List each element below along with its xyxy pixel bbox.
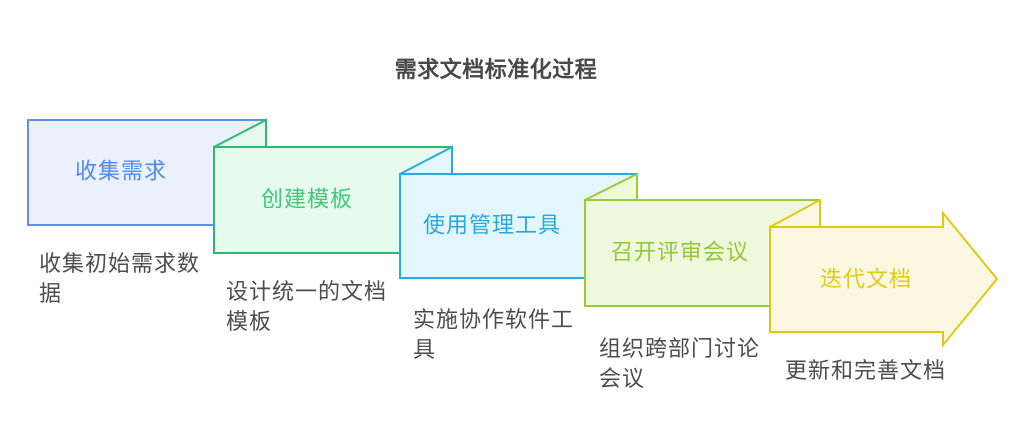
step-5-arrow-shape: [769, 210, 999, 348]
step-1-label: 收集需求: [75, 160, 167, 185]
diagram-title: 需求文档标准化过程: [394, 58, 598, 83]
step-4-label: 召开评审会议: [611, 241, 749, 266]
step-5-label: 迭代文档: [820, 268, 912, 293]
step-4-caption: 组织跨部门讨论会议: [599, 337, 761, 392]
step-3-label: 使用管理工具: [423, 214, 561, 239]
step-1-caption: 收集初始需求数据: [39, 252, 201, 307]
step-2-caption: 设计统一的文档模板: [226, 280, 388, 335]
step-3-caption: 实施协作软件工具: [413, 308, 575, 363]
step-5-caption: 更新和完善文档: [785, 359, 947, 384]
step-2-label: 创建模板: [261, 188, 353, 213]
